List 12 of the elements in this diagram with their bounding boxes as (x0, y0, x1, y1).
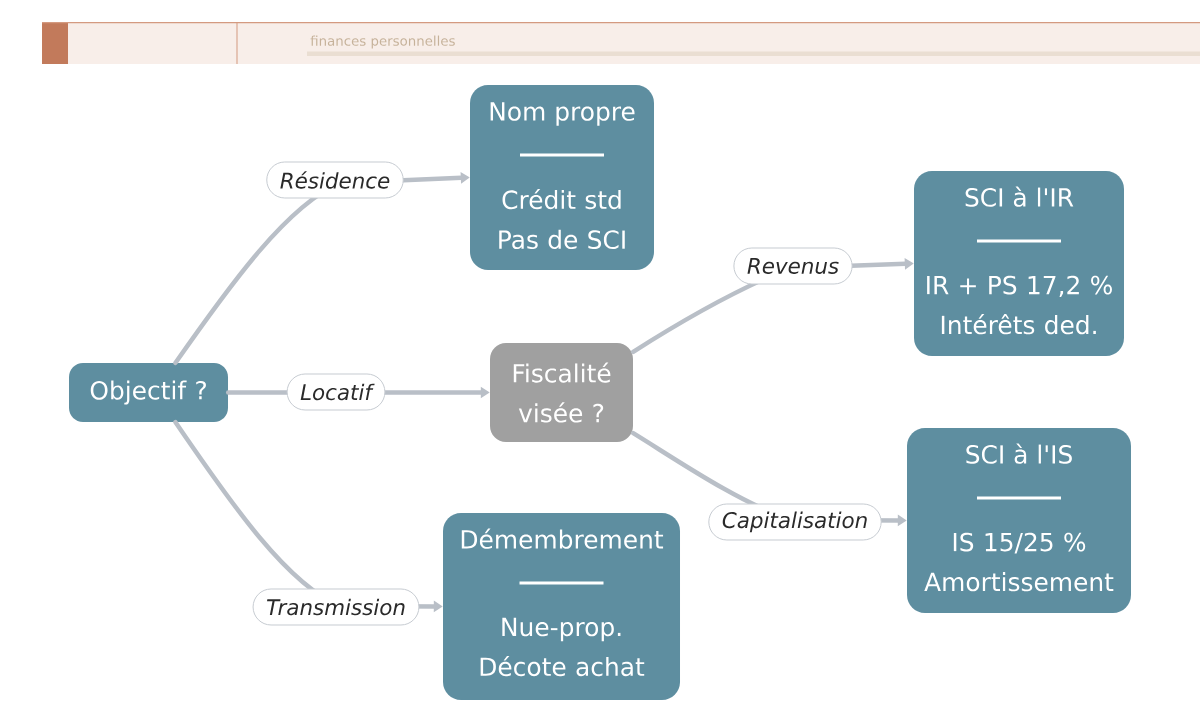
tagline: finances personnelles (310, 35, 455, 49)
option-box: SCI à l'IR IR + PS 17,2 % Intérêts ded. (914, 171, 1124, 356)
option-box: Démembrement Nue-prop. Décote achat (443, 513, 680, 700)
question-box: Objectif ? (69, 363, 228, 422)
option-box: Nom propre Crédit std Pas de SCI (470, 85, 654, 270)
question-box: Fiscalité visée ? (490, 343, 633, 442)
edge-label: Locatif (286, 373, 386, 411)
edge-label: Capitalisation (708, 503, 882, 541)
option-box: SCI à l'IS IS 15/25 % Amortissement (907, 428, 1131, 613)
edge-label: Revenus (733, 247, 853, 285)
edge-label: Transmission (252, 588, 420, 626)
edge-label: Résidence (266, 161, 404, 199)
